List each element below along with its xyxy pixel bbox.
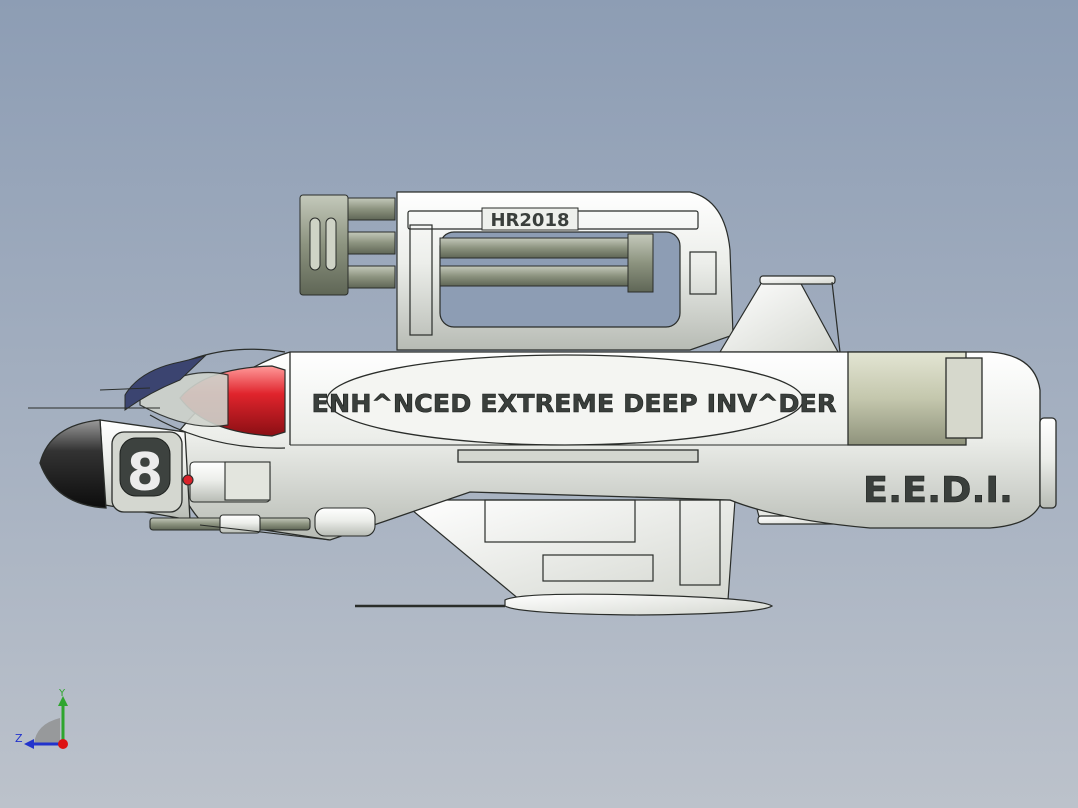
z-axis-label: Z	[15, 732, 23, 745]
axis-triad: Y Z	[15, 688, 68, 749]
hull-title-text: ENH^NCED EXTREME DEEP INV^DER	[312, 389, 837, 418]
lower-wing	[355, 499, 774, 616]
hull-acronym-text: E.E.D.I.	[863, 470, 1013, 511]
nose-number-text: 8	[127, 443, 163, 503]
canopy	[28, 355, 207, 411]
axis-origin-dot	[58, 739, 68, 749]
nose-badge: 8	[119, 437, 171, 503]
pipe-bundle	[299, 194, 654, 296]
dorsal-fin	[718, 275, 841, 353]
main-hull	[174, 351, 1057, 541]
lower-details	[149, 461, 376, 541]
registration-plate: HR2018	[481, 207, 579, 231]
registration-text: HR2018	[490, 210, 569, 231]
y-axis-label: Y	[58, 688, 66, 699]
